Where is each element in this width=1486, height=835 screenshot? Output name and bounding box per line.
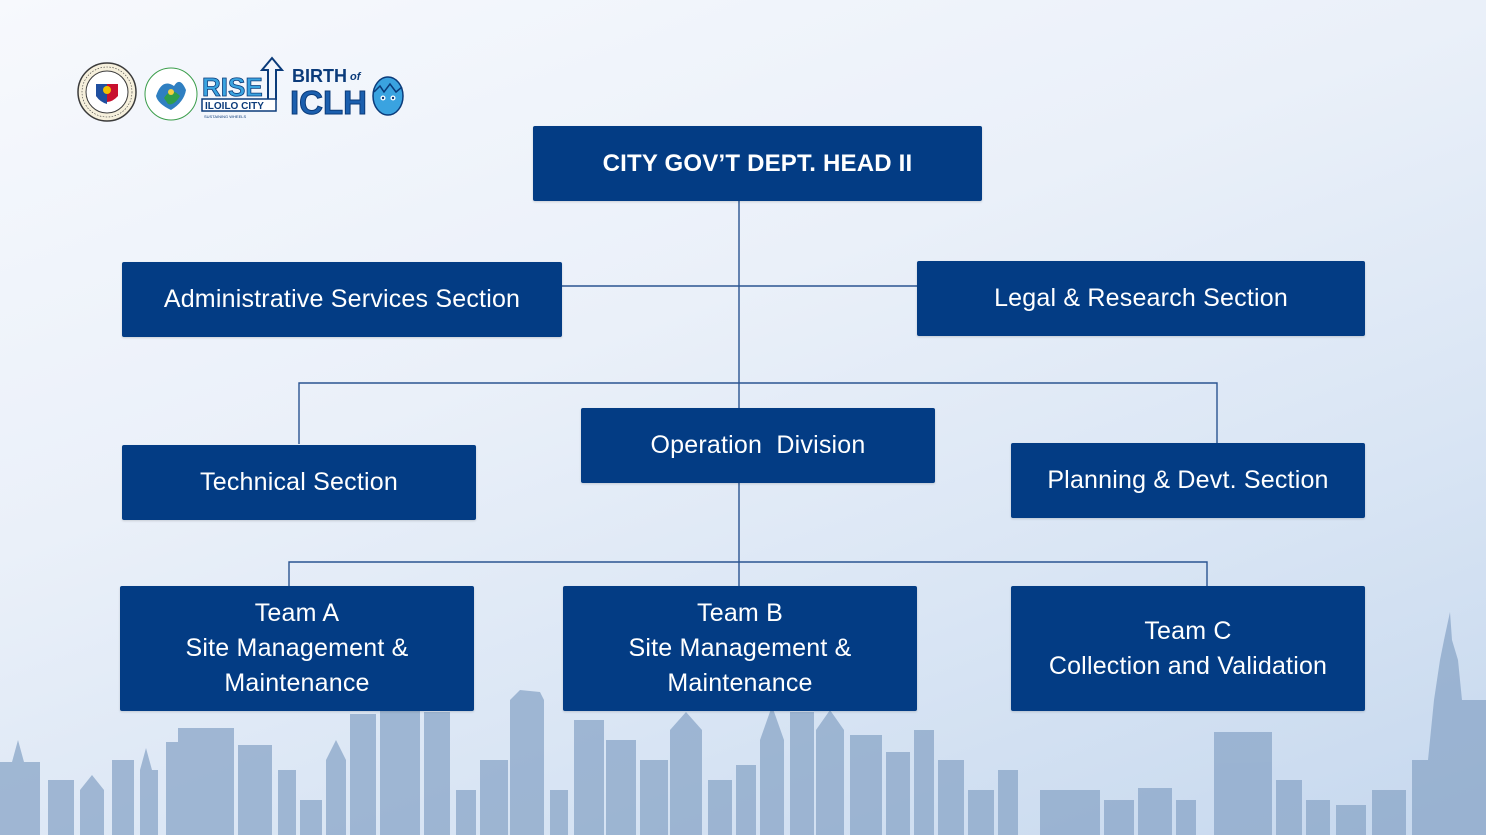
- svg-text:BIRTH: BIRTH: [292, 66, 347, 86]
- planning-devt-label: Planning & Devt. Section: [1047, 466, 1329, 494]
- team-b-label: Team B Site Management & Maintenance: [628, 599, 852, 697]
- svg-text:ICLH: ICLH: [290, 84, 367, 121]
- admin-services-box: Administrative Services Section: [122, 262, 562, 337]
- svg-text:of: of: [350, 71, 362, 83]
- iloilo-city-seal-logo: [77, 62, 137, 122]
- connector-technical-planning: [298, 382, 1218, 444]
- operation-division-label: Operation Division: [650, 431, 866, 459]
- rise-iloilo-city-logo: RISE ILOILO CITY SUSTAINING WHEELS: [201, 56, 285, 119]
- svg-text:SUSTAINING WHEELS: SUSTAINING WHEELS: [204, 114, 246, 119]
- planning-devt-box: Planning & Devt. Section: [1011, 443, 1365, 518]
- team-a-label: Team A Site Management & Maintenance: [185, 599, 409, 697]
- team-b-box: Team B Site Management & Maintenance: [563, 586, 917, 711]
- dept-head-label: CITY GOV’T DEPT. HEAD II: [602, 150, 913, 177]
- technical-section-box: Technical Section: [122, 445, 476, 520]
- svg-text:ILOILO CITY: ILOILO CITY: [205, 101, 264, 112]
- birth-of-iclh-logo: BIRTH of ICLH: [290, 66, 404, 122]
- operation-division-box: Operation Division: [581, 408, 935, 483]
- team-a-box: Team A Site Management & Maintenance: [120, 586, 474, 711]
- legal-research-box: Legal & Research Section: [917, 261, 1365, 336]
- technical-section-label: Technical Section: [200, 468, 398, 496]
- connector-teams-bar: [288, 561, 1208, 586]
- svg-text:RISE: RISE: [202, 72, 263, 102]
- legal-research-label: Legal & Research Section: [994, 284, 1288, 312]
- dept-head-box: CITY GOV’T DEPT. HEAD II: [533, 126, 982, 201]
- team-c-box: Team C Collection and Validation: [1011, 586, 1365, 711]
- agency-logos: RISE ILOILO CITY SUSTAINING WHEELS BIRTH…: [77, 56, 404, 122]
- iclho-logo: [144, 67, 198, 121]
- admin-services-label: Administrative Services Section: [163, 285, 521, 313]
- team-c-label: Team C Collection and Validation: [1048, 616, 1328, 680]
